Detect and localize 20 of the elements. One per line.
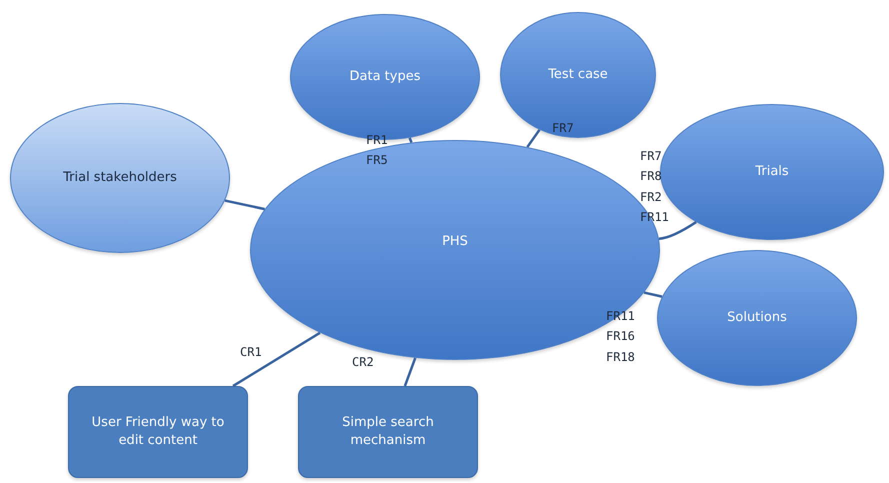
rounded-box (68, 386, 248, 478)
connector-line (224, 199, 265, 210)
edge-label: FR7 (552, 120, 575, 137)
node-label: Trial stakeholders (63, 169, 177, 187)
node-label: Data types (350, 68, 420, 86)
connector-line (526, 129, 541, 148)
connector-line (408, 137, 413, 143)
node-label: User Friendly way to edit content (90, 414, 226, 450)
connector-line (404, 357, 416, 386)
connector-line (644, 291, 662, 298)
node-label: PHS (442, 233, 468, 251)
connector-line (658, 221, 697, 240)
node-label: Simple search mechanism (341, 414, 435, 450)
edge-label: CR1 (240, 344, 263, 361)
rounded-box (298, 386, 478, 478)
connector-line (232, 332, 321, 388)
edge-label: CR2 (352, 354, 375, 371)
node-label: Solutions (727, 309, 787, 327)
node-label: Trials (755, 163, 789, 181)
node-label: Test case (548, 66, 608, 84)
